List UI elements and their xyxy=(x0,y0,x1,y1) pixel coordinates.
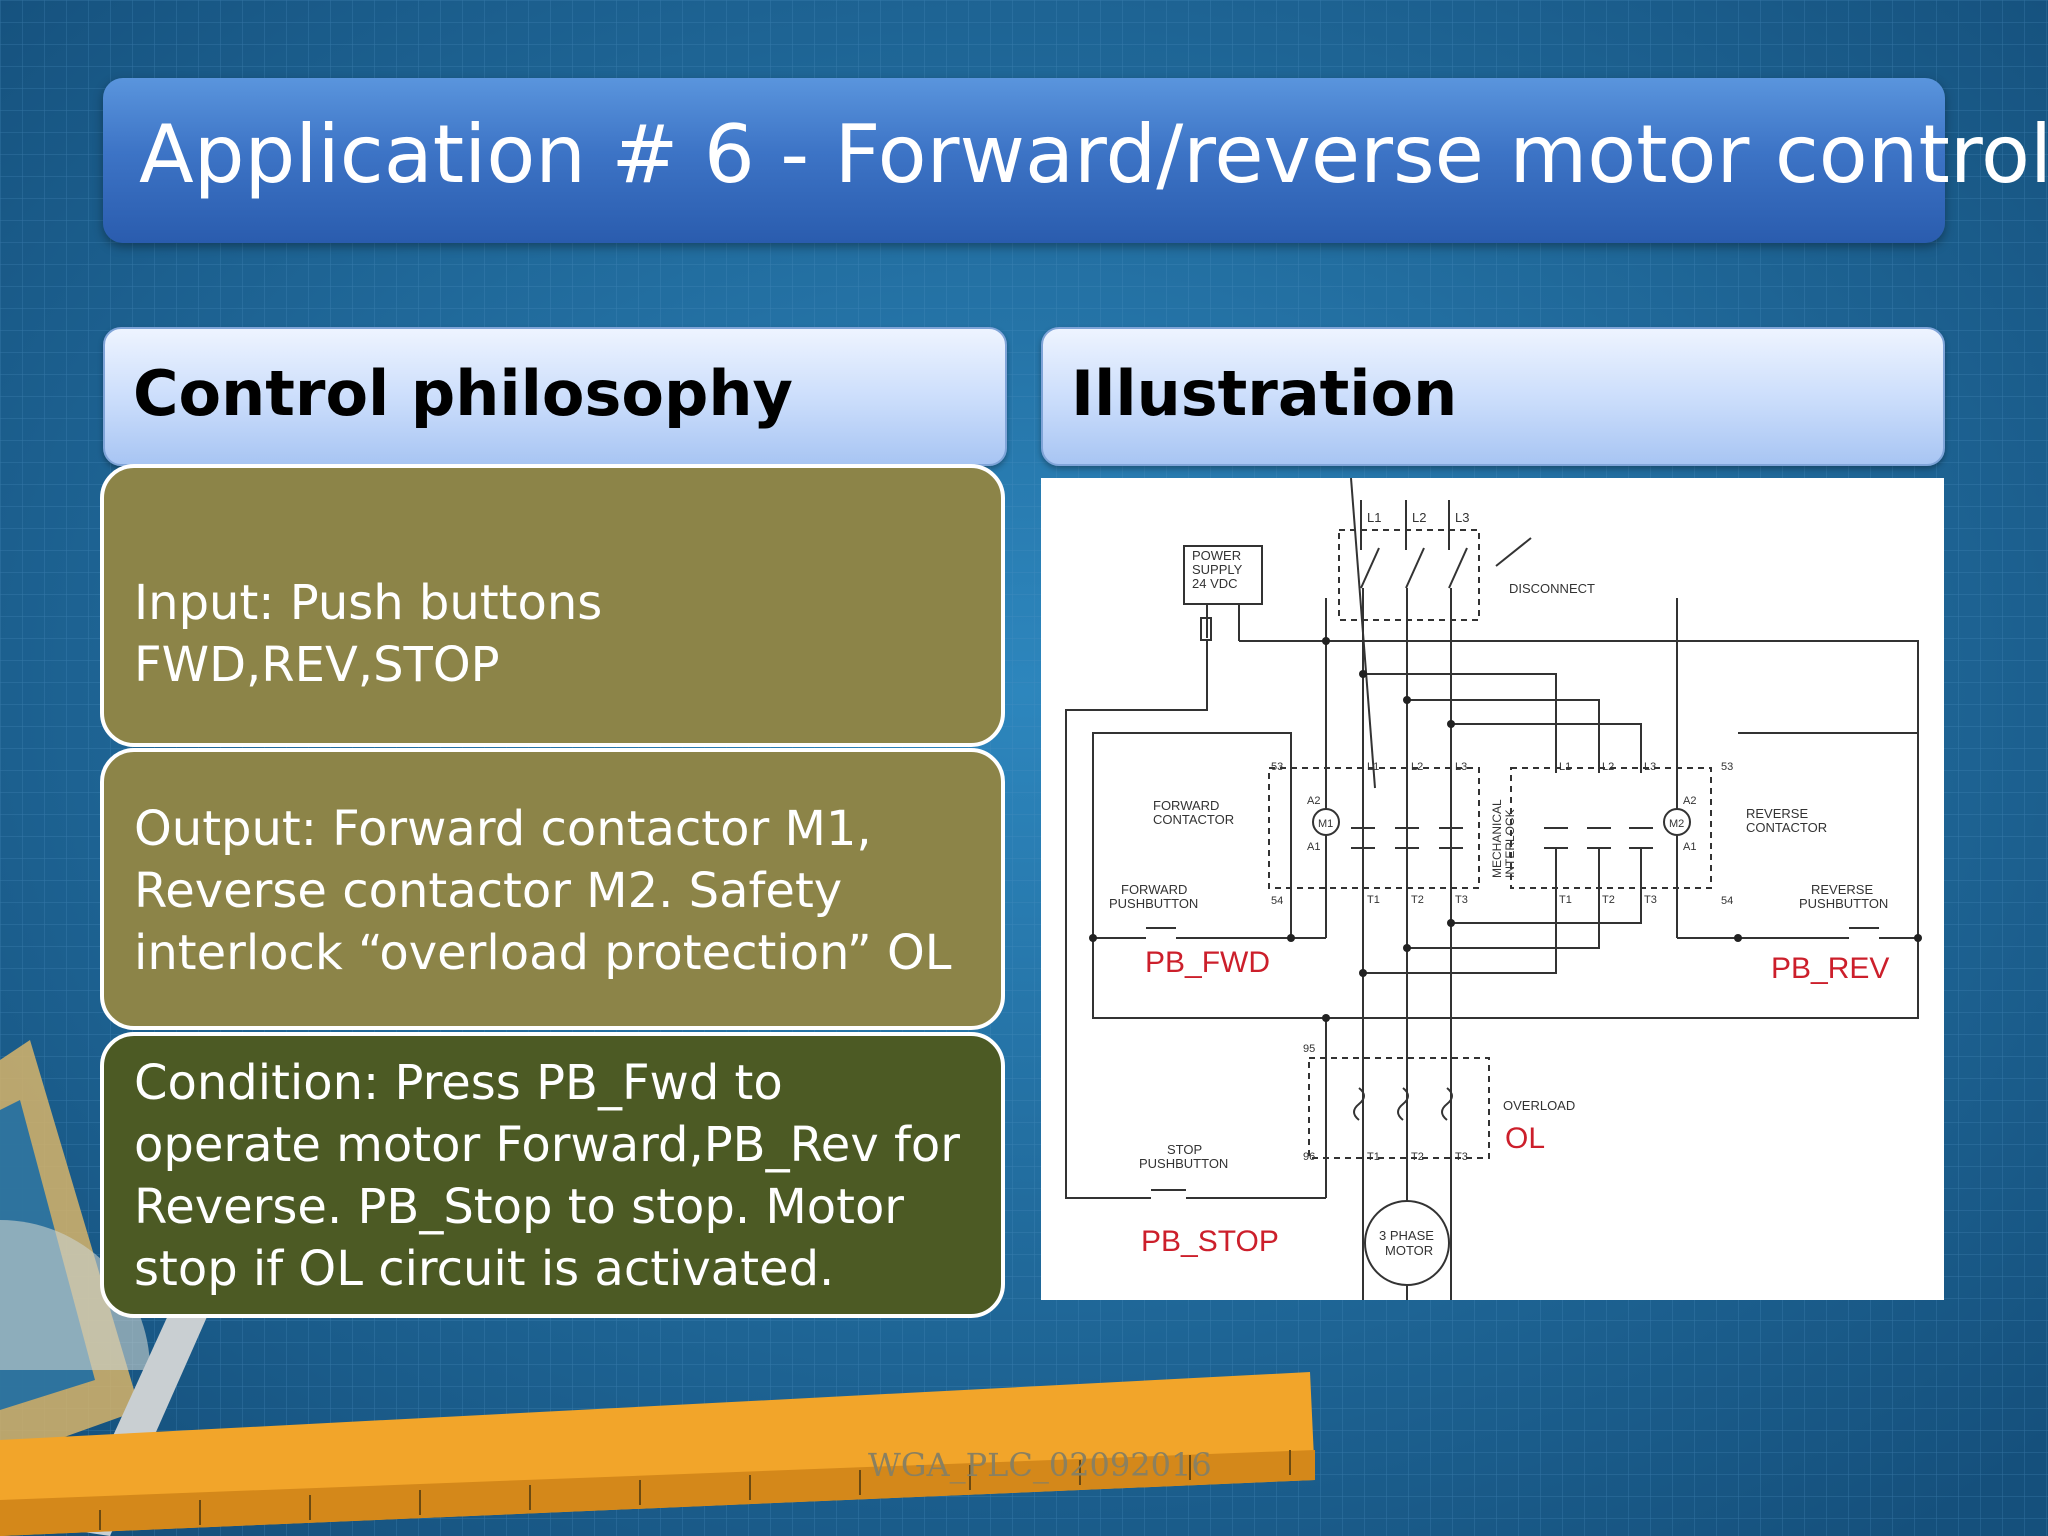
reverse-contactor-label-2: CONTACTOR xyxy=(1746,820,1827,835)
pb-stop-annotation: PB_STOP xyxy=(1141,1225,1279,1258)
disconnect-label: DISCONNECT xyxy=(1509,581,1595,596)
output-box: Output: Forward contactor M1, Reverse co… xyxy=(100,748,1005,1030)
footer-id: WGA_PLC_02092016 xyxy=(868,1446,1212,1484)
pb-fwd-annotation: PB_FWD xyxy=(1145,946,1270,979)
slide-title: Application # 6 - Forward/reverse motor … xyxy=(139,108,2048,201)
reverse-contactor-label-1: REVERSE xyxy=(1746,806,1808,821)
ol-95-label: 95 xyxy=(1303,1043,1315,1055)
rev-l1-label: L1 xyxy=(1559,761,1571,773)
overload-label: OVERLOAD xyxy=(1503,1098,1575,1113)
rev-aux-53-label: 53 xyxy=(1721,761,1733,773)
coil-m2-label: M2 xyxy=(1669,818,1684,830)
ol-96-label: 96 xyxy=(1303,1151,1315,1163)
coil-m1-a2-label: A2 xyxy=(1307,795,1320,807)
ol-annotation: OL xyxy=(1505,1122,1545,1155)
forward-contactor-label-1: FORWARD xyxy=(1153,798,1219,813)
ol-t3-label: T3 xyxy=(1455,1151,1468,1163)
wiring-diagram: POWER SUPPLY 24 VDC L1 L2 L3 DISCONNECT … xyxy=(1065,477,1922,1536)
mechanical-interlock-label-2: INTERLOCK xyxy=(1503,809,1517,878)
wiring-diagram-panel: POWER SUPPLY 24 VDC L1 L2 L3 DISCONNECT … xyxy=(1041,477,1944,1536)
fwd-t1-label: T1 xyxy=(1367,894,1380,906)
header-control-philosophy-label: Control philosophy xyxy=(133,357,793,430)
input-text: Input: Push buttons FWD,REV,STOP xyxy=(134,575,603,693)
coil-m1-a1-label: A1 xyxy=(1307,841,1320,853)
fwd-l1-label: L1 xyxy=(1367,761,1379,773)
power-supply-label-1: POWER xyxy=(1192,548,1241,563)
output-text: Output: Forward contactor M1, Reverse co… xyxy=(134,801,952,981)
condition-box: Condition: Press PB_Fwd to operate motor… xyxy=(100,1032,1005,1318)
fwd-aux-54-label: 54 xyxy=(1271,895,1283,907)
forward-pushbutton-label-1: FORWARD xyxy=(1121,882,1187,897)
rev-t2-label: T2 xyxy=(1602,894,1615,906)
rev-t1-label: T1 xyxy=(1559,894,1572,906)
fwd-l2-label: L2 xyxy=(1411,761,1423,773)
forward-contactor-label-2: CONTACTOR xyxy=(1153,812,1234,827)
line-l1-label: L1 xyxy=(1367,510,1381,525)
line-l3-label: L3 xyxy=(1455,510,1469,525)
coil-m2-a1-label: A1 xyxy=(1683,841,1696,853)
reverse-pushbutton-label-2: PUSHBUTTON xyxy=(1799,896,1888,911)
fwd-aux-53-label: 53 xyxy=(1271,761,1283,773)
rev-t3-label: T3 xyxy=(1644,894,1657,906)
power-supply-label-2: SUPPLY xyxy=(1192,562,1243,577)
fwd-l3-label: L3 xyxy=(1455,761,1467,773)
stop-pushbutton-label-2: PUSHBUTTON xyxy=(1139,1156,1228,1171)
input-box: Input: Push buttons FWD,REV,STOP xyxy=(100,464,1005,747)
stop-pushbutton-label-1: STOP xyxy=(1167,1142,1202,1157)
motor-label-1: 3 PHASE xyxy=(1379,1228,1434,1243)
rev-l3-label: L3 xyxy=(1644,761,1656,773)
motor-label-2: MOTOR xyxy=(1385,1243,1433,1258)
fwd-t3-label: T3 xyxy=(1455,894,1468,906)
reverse-pushbutton-label-1: REVERSE xyxy=(1811,882,1873,897)
forward-pushbutton-label-2: PUSHBUTTON xyxy=(1109,896,1198,911)
title-bar: Application # 6 - Forward/reverse motor … xyxy=(103,78,2048,243)
fwd-t2-label: T2 xyxy=(1411,894,1424,906)
pb-rev-annotation: PB_REV xyxy=(1771,952,1889,985)
coil-m2-a2-label: A2 xyxy=(1683,795,1696,807)
rev-l2-label: L2 xyxy=(1602,761,1614,773)
condition-text: Condition: Press PB_Fwd to operate motor… xyxy=(134,1055,960,1297)
power-supply-label-3: 24 VDC xyxy=(1192,576,1238,591)
header-illustration: Illustration xyxy=(1041,327,1945,466)
coil-m1-label: M1 xyxy=(1318,818,1333,830)
header-control-philosophy: Control philosophy xyxy=(103,327,1007,466)
rev-aux-54-label: 54 xyxy=(1721,895,1733,907)
mechanical-interlock-label-1: MECHANICAL xyxy=(1490,799,1504,878)
ruler-decoration xyxy=(0,1040,1315,1536)
ol-t2-label: T2 xyxy=(1411,1151,1424,1163)
ol-t1-label: T1 xyxy=(1367,1151,1380,1163)
line-l2-label: L2 xyxy=(1412,510,1426,525)
header-illustration-label: Illustration xyxy=(1071,357,1458,430)
